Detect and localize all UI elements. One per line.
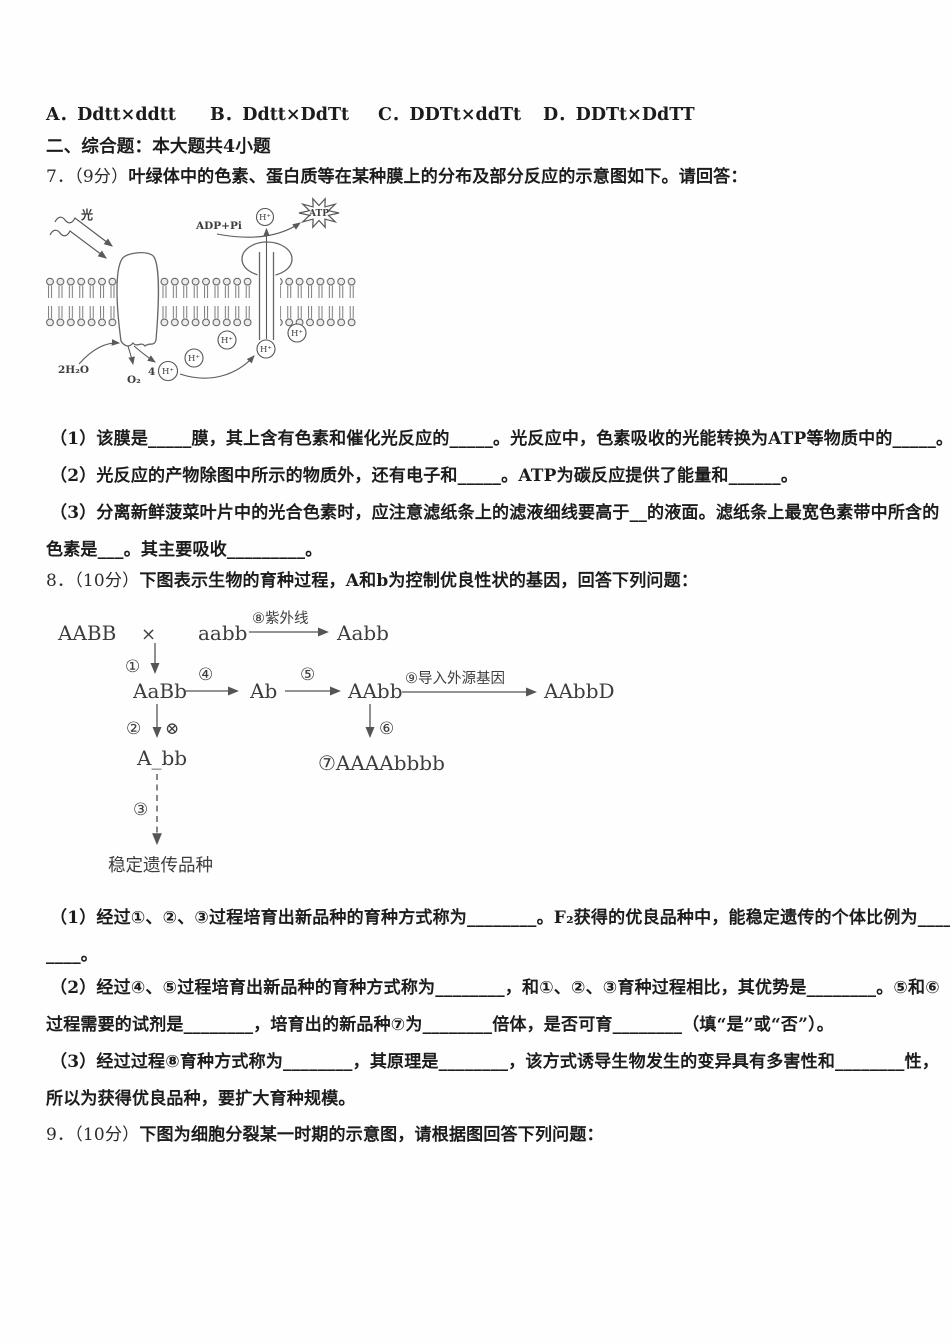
question-8-number: 8．（10分）	[46, 571, 140, 591]
svg-text:H⁺: H⁺	[291, 329, 303, 339]
light-rays-icon	[49, 216, 113, 259]
svg-text:H⁺: H⁺	[188, 354, 200, 364]
genotype-polyploid: ⑦AAAAbbbb	[318, 751, 445, 775]
q8-part-2-line-1: （2）经过④、⑤过程培育出新品种的育种方式称为________，和①、②、③育种…	[50, 978, 940, 998]
step8-uv-label: ⑧紫外线	[252, 610, 309, 627]
atp-starburst-icon: ATP	[298, 197, 340, 229]
light-label: 光	[80, 207, 93, 222]
oxygen-arrow	[127, 345, 135, 366]
step3-label: ③	[133, 800, 148, 820]
section-header: 二、综合题：本大题共4小题	[46, 137, 271, 157]
genotype-parent1: AABB	[57, 621, 116, 645]
adp-pi-label: ADP+Pi	[195, 220, 242, 232]
breeding-process-diagram: AABB × aabb ⑧紫外线 Aabb ① AaBb ④ Ab ⑤ AAbb…	[57, 610, 615, 876]
option-c: C．DDTt×ddTt	[378, 105, 522, 125]
step4-label: ④	[198, 665, 213, 685]
q7-part-1: （1）该膜是_____膜，其上含有色素和催化光反应的_____。光反应中，色素吸…	[50, 429, 950, 449]
q8-part-3-line-2: 所以为获得优良品种，要扩大育种规模。	[46, 1089, 356, 1109]
genotype-diploid: AAbb	[347, 679, 403, 703]
question-7-number: 7．（9分）	[46, 167, 129, 187]
question-9-intro: 9．（10分）下图为细胞分裂某一时期的示意图，请根据图回答下列问题：	[46, 1120, 604, 1145]
adp-to-atp-arrow	[216, 222, 301, 238]
step9-label: ⑨导入外源基因	[405, 670, 505, 687]
photosystem-protein	[116, 252, 160, 347]
q8-part-1-line-2: ____。	[46, 945, 98, 965]
proton-transport-arrow	[179, 355, 255, 379]
water-label: 2H₂O	[58, 364, 89, 376]
cross-symbol: ×	[141, 624, 156, 645]
proton-3: H⁺	[287, 323, 307, 343]
question-7-intro: 7．（9分）叶绿体中的色素、蛋白质等在某种膜上的分布及部分反应的示意图如下。请回…	[46, 162, 748, 187]
option-b: B．Ddtt×DdTt	[210, 105, 350, 125]
proton-below-channel: H⁺	[256, 339, 276, 359]
step2-label: ②	[126, 719, 141, 739]
q7-part-2: （2）光反应的产物除图中所示的物质外，还有电子和_____。ATP为碳反应提供了…	[50, 466, 799, 486]
genotype-parent2: aabb	[198, 621, 247, 645]
svg-text:H⁺: H⁺	[259, 213, 271, 223]
question-8-text: 下图表示生物的育种过程，A和b为控制优良性状的基因，回答下列问题：	[139, 571, 699, 591]
stable-variety-label: 稳定遗传品种	[108, 856, 213, 876]
step6-label: ⑥	[379, 719, 394, 739]
q8-part-3-line-1: （3）经过过程⑧育种方式称为________，其原理是________，该方式诱…	[50, 1052, 940, 1072]
option-a: A．Ddtt×ddtt	[46, 105, 176, 125]
oxygen-label: O₂	[127, 374, 141, 386]
svg-text:H⁺: H⁺	[162, 367, 174, 377]
phospholipid-bilayer	[45, 277, 357, 327]
q8-part-1-line-1: （1）经过①、②、③过程培育出新品种的育种方式称为________。F₂获得的优…	[50, 908, 950, 928]
thylakoid-membrane-diagram: 光 ADP+Pi ATP H⁺ 2H₂O O₂	[45, 197, 357, 386]
question-9-text: 下图为细胞分裂某一时期的示意图，请根据图回答下列问题：	[139, 1125, 604, 1145]
four-label: 4	[148, 366, 155, 378]
genotype-mutant: Aabb	[336, 621, 389, 645]
water-arrow	[78, 339, 121, 365]
selfing-icon: ⊗	[165, 719, 179, 739]
q8-part-2-line-2: 过程需要的试剂是________，培育出的新品种⑦为________倍体，是否可…	[46, 1015, 835, 1035]
proton-top: H⁺	[255, 207, 275, 227]
proton-four: H⁺	[157, 360, 179, 382]
genotype-aabb-f1: AaBb	[132, 679, 187, 703]
svg-text:H⁺: H⁺	[260, 345, 272, 355]
proton-1: H⁺	[184, 348, 204, 368]
step1-label: ①	[125, 657, 140, 677]
genotype-f2-selected: A_bb	[136, 746, 187, 770]
step5-label: ⑤	[300, 665, 315, 685]
question-9-number: 9．（10分）	[46, 1125, 140, 1145]
four-proton-arrow	[133, 345, 156, 363]
q7-part-3-line-2: 色素是___。其主要吸收_________。	[46, 540, 323, 560]
option-d: D．DDTt×DdTT	[543, 105, 695, 125]
q7-part-3-line-1: （3）分离新鲜菠菜叶片中的光合色素时，应注意滤纸条上的滤液细线要高于__的液面。…	[50, 503, 940, 523]
question-8-intro: 8．（10分）下图表示生物的育种过程，A和b为控制优良性状的基因，回答下列问题：	[46, 566, 698, 591]
svg-text:H⁺: H⁺	[221, 336, 233, 346]
genotype-gamete: Ab	[249, 679, 277, 703]
proton-2: H⁺	[217, 330, 237, 350]
question-7-text: 叶绿体中的色素、蛋白质等在某种膜上的分布及部分反应的示意图如下。请回答：	[128, 167, 748, 187]
genotype-transgenic: AAbbD	[543, 679, 615, 703]
atp-label: ATP	[308, 209, 329, 219]
